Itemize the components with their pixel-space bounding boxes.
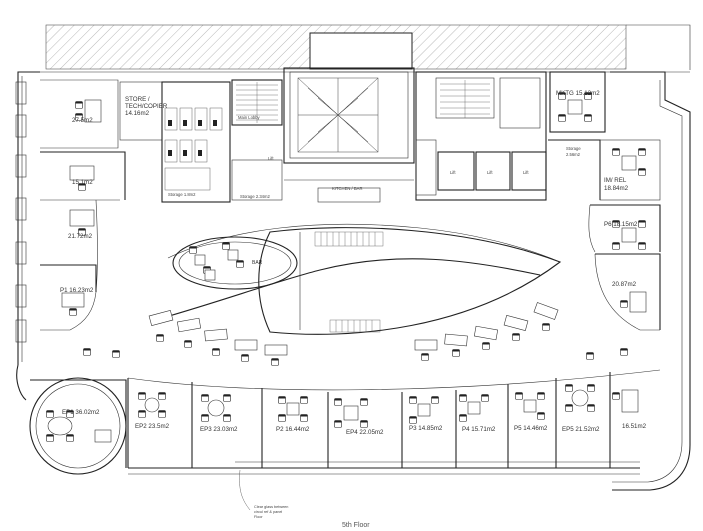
ep5-table (565, 384, 595, 412)
room-label: IM/ REL (604, 177, 627, 184)
room-label: Lift (268, 156, 274, 161)
room-label: P5 14.46m2 (514, 425, 548, 432)
roof-light (297, 77, 379, 153)
bar-seating (189, 242, 244, 281)
service-core: STORE / TECH/COPIER 14.16m2 Storage 1.8m… (119, 67, 415, 203)
bottom-rooms: EP2 23.5m2 EP3 23.03m2 P2 16.44m2 EP4 22… (127, 369, 661, 468)
room-label: P3 14.85m2 (409, 425, 443, 432)
room-label: EP5 21.52m2 (562, 426, 600, 433)
building-shell (15, 71, 691, 491)
central-atrium: BAR (83, 223, 628, 366)
room-label: 2.56m2 (566, 152, 581, 157)
workstations (83, 302, 628, 366)
room-label: TECH/COPIER (125, 103, 168, 110)
lift-core: Lift Lift Lift (415, 71, 547, 201)
room-label: EP2 23.5m2 (135, 423, 170, 430)
stair-right (440, 80, 490, 118)
room-label: P6 18.15m2 (604, 221, 638, 228)
kitchen-bar-label: KITCHEN / BAR (332, 186, 362, 191)
ep1-round-room: EP1 36.02m2 (29, 377, 127, 475)
room-label: Storage 1.8m2 (168, 192, 196, 197)
floor-caption: 5th Floor (342, 522, 370, 529)
room-label: 15.1m2 (72, 179, 93, 186)
void-stair-bottom (329, 319, 381, 333)
ep4-table (334, 398, 368, 428)
void-stair-top (314, 231, 384, 247)
room-label: Storage (566, 146, 581, 151)
ep3-table (201, 394, 231, 422)
p6-table (612, 220, 646, 250)
wc-cubicles (164, 107, 223, 163)
p4-table (459, 394, 489, 422)
room-label: 27.5m2 (72, 117, 93, 124)
stair-left (236, 82, 278, 123)
desk-cluster-p1 (61, 292, 85, 316)
mktg-table (558, 92, 592, 122)
svg-text:Floor: Floor (254, 515, 263, 519)
desk-cluster-27 (75, 99, 102, 123)
room-label: 14.16m2 (125, 110, 150, 117)
room-label: EP3 23.03m2 (200, 426, 238, 433)
neighbour-hatch (18, 24, 691, 73)
svg-text:Lift: Lift (487, 170, 493, 175)
p3-table (409, 396, 439, 424)
p5-table (515, 392, 545, 420)
im-rel-table (612, 148, 646, 176)
svg-text:Lift: Lift (450, 170, 456, 175)
room-label: 20.87m2 (612, 281, 637, 288)
room-label: EP4 22.05m2 (346, 429, 384, 436)
room-label: 21.72m2 (68, 233, 93, 240)
svg-text:Clear glass between: Clear glass between (254, 505, 288, 509)
room-label: STORE / (125, 96, 150, 103)
room-label: P2 16.44m2 (276, 426, 310, 433)
room-label: EP1 36.02m2 (62, 409, 100, 416)
left-offices: 27.5m2 15.1m2 21.72m2 P1 16.23m2 (40, 79, 126, 331)
room-label: 18.84m2 (604, 185, 629, 192)
p2-table (278, 396, 308, 422)
svg-text:Lift: Lift (523, 170, 529, 175)
room-label: P1 16.23m2 (60, 287, 94, 294)
room-label: Main Lobby (238, 115, 261, 120)
room-label: Storage 2.34m2 (240, 194, 270, 199)
desk-20-87 (620, 291, 647, 313)
room-label: P4 15.71m2 (462, 426, 496, 433)
desk-cluster-15 (69, 165, 95, 191)
lift-cars: Lift Lift Lift (437, 151, 547, 191)
room-label: 16.51m2 (622, 423, 647, 430)
facade-bays-left (15, 81, 27, 343)
svg-text:circul ref & panel: circul ref & panel (254, 510, 282, 514)
bar-label: BAR (252, 260, 263, 266)
ep2-table (138, 392, 166, 418)
right-offices: MKTG 15.12m2 Storage 2.56m2 IM/ REL 18.8… (548, 71, 661, 331)
glazing-note: Clear glass between circul ref & panel F… (239, 469, 288, 519)
desk-cluster-21 (69, 209, 95, 236)
desk-16-51 (612, 389, 639, 413)
room-label: MKTG 15.12m2 (556, 90, 600, 97)
